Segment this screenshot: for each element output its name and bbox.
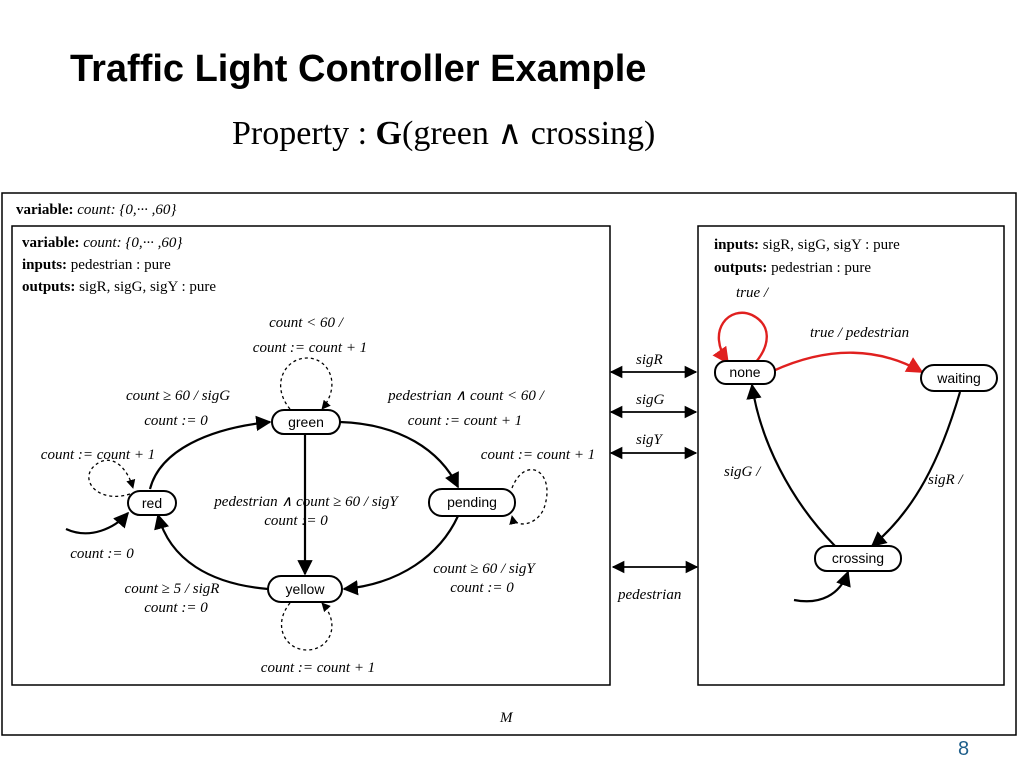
label-green-to-pending-guard: pedestrian ∧ count < 60 / [387,388,546,404]
pedestrian-inputs-decl: inputs: sigR, sigG, sigY : pure [714,237,900,253]
state-pending: pending [428,488,516,517]
state-none: none [714,360,776,385]
label-yellow-self-action: count := count + 1 [261,660,375,676]
label-yellow-to-red-guard: count ≥ 5 / sigR [125,581,220,597]
state-yellow: yellow [267,575,343,603]
signal-sigR-label: sigR [636,352,663,368]
composition-frame [1,192,1017,736]
signal-sigY-label: sigY [636,432,664,448]
label-pending-self-action: count := count + 1 [481,447,595,463]
state-green-label: green [288,414,324,430]
state-green: green [271,409,341,435]
label-red-to-green-guard: count ≥ 60 / sigG [126,388,230,404]
state-yellow-label: yellow [286,581,326,597]
property-prefix: Property : [232,115,376,152]
state-waiting: waiting [920,364,998,392]
traffic-light-inputs-decl: inputs: pedestrian : pure [22,257,171,273]
label-none-to-waiting: true / pedestrian [810,325,909,341]
page-number: 8 [958,738,970,760]
label-pending-to-yellow-guard: count ≥ 60 / sigY [433,561,536,577]
state-crossing: crossing [814,545,902,572]
label-red-self-action: count := count + 1 [41,447,155,463]
label-green-to-yellow-action: count := 0 [264,513,328,529]
edge-none-to-waiting [772,351,924,374]
self-loop-none [712,311,768,365]
signal-sigG-label: sigG [636,392,665,408]
initial-arrow-crossing [793,570,851,603]
label-none-self: true / [736,285,770,301]
slide-title: Traffic Light Controller Example [70,48,647,90]
label-red-to-green-action: count := 0 [144,413,208,429]
label-green-self-action: count := count + 1 [253,340,367,356]
state-waiting-label: waiting [936,370,981,386]
pedestrian-outputs-decl: outputs: pedestrian : pure [714,260,871,276]
self-loop-pending [509,469,548,525]
label-green-to-pending-action: count := count + 1 [408,413,522,429]
label-green-self-guard: count < 60 / [269,315,345,331]
label-pending-to-yellow-action: count := 0 [450,580,514,596]
traffic-light-outputs-decl: outputs: sigR, sigG, sigY : pure [22,279,216,295]
label-red-init-action: count := 0 [70,546,134,562]
label-green-to-yellow-guard: pedestrian ∧ count ≥ 60 / sigY [213,494,399,510]
state-red-label: red [142,495,162,511]
traffic-light-variable-decl: variable: count: {0,··· ,60} [22,235,182,251]
property-expression: (green ∧ crossing) [402,115,656,152]
edge-waiting-to-crossing [870,391,962,547]
self-loop-red [88,459,136,497]
pedestrian-machine-frame [697,225,1005,686]
module-label: M [499,710,514,726]
edge-pending-to-yellow [342,515,459,596]
outer-declaration: variable: count: {0,··· ,60} [16,202,176,218]
self-loop-yellow [280,602,333,651]
label-yellow-to-red-action: count := 0 [144,600,208,616]
state-pending-label: pending [447,494,497,510]
state-none-label: none [729,364,760,380]
initial-arrow-red [65,511,130,535]
property-operator: G [375,115,402,152]
label-waiting-to-crossing: sigR / [928,472,964,488]
edge-green-to-pending [339,420,459,489]
edge-yellow-to-red [154,513,269,591]
self-loop-green [280,357,333,410]
edge-red-to-green [148,415,272,490]
property-formula: Property : G(green ∧ crossing) [232,113,655,153]
edge-crossing-to-none [746,383,836,547]
state-crossing-label: crossing [832,550,884,566]
signal-pedestrian-label: pedestrian [617,587,681,603]
state-red: red [127,490,177,516]
label-crossing-to-none: sigG / [724,464,762,480]
